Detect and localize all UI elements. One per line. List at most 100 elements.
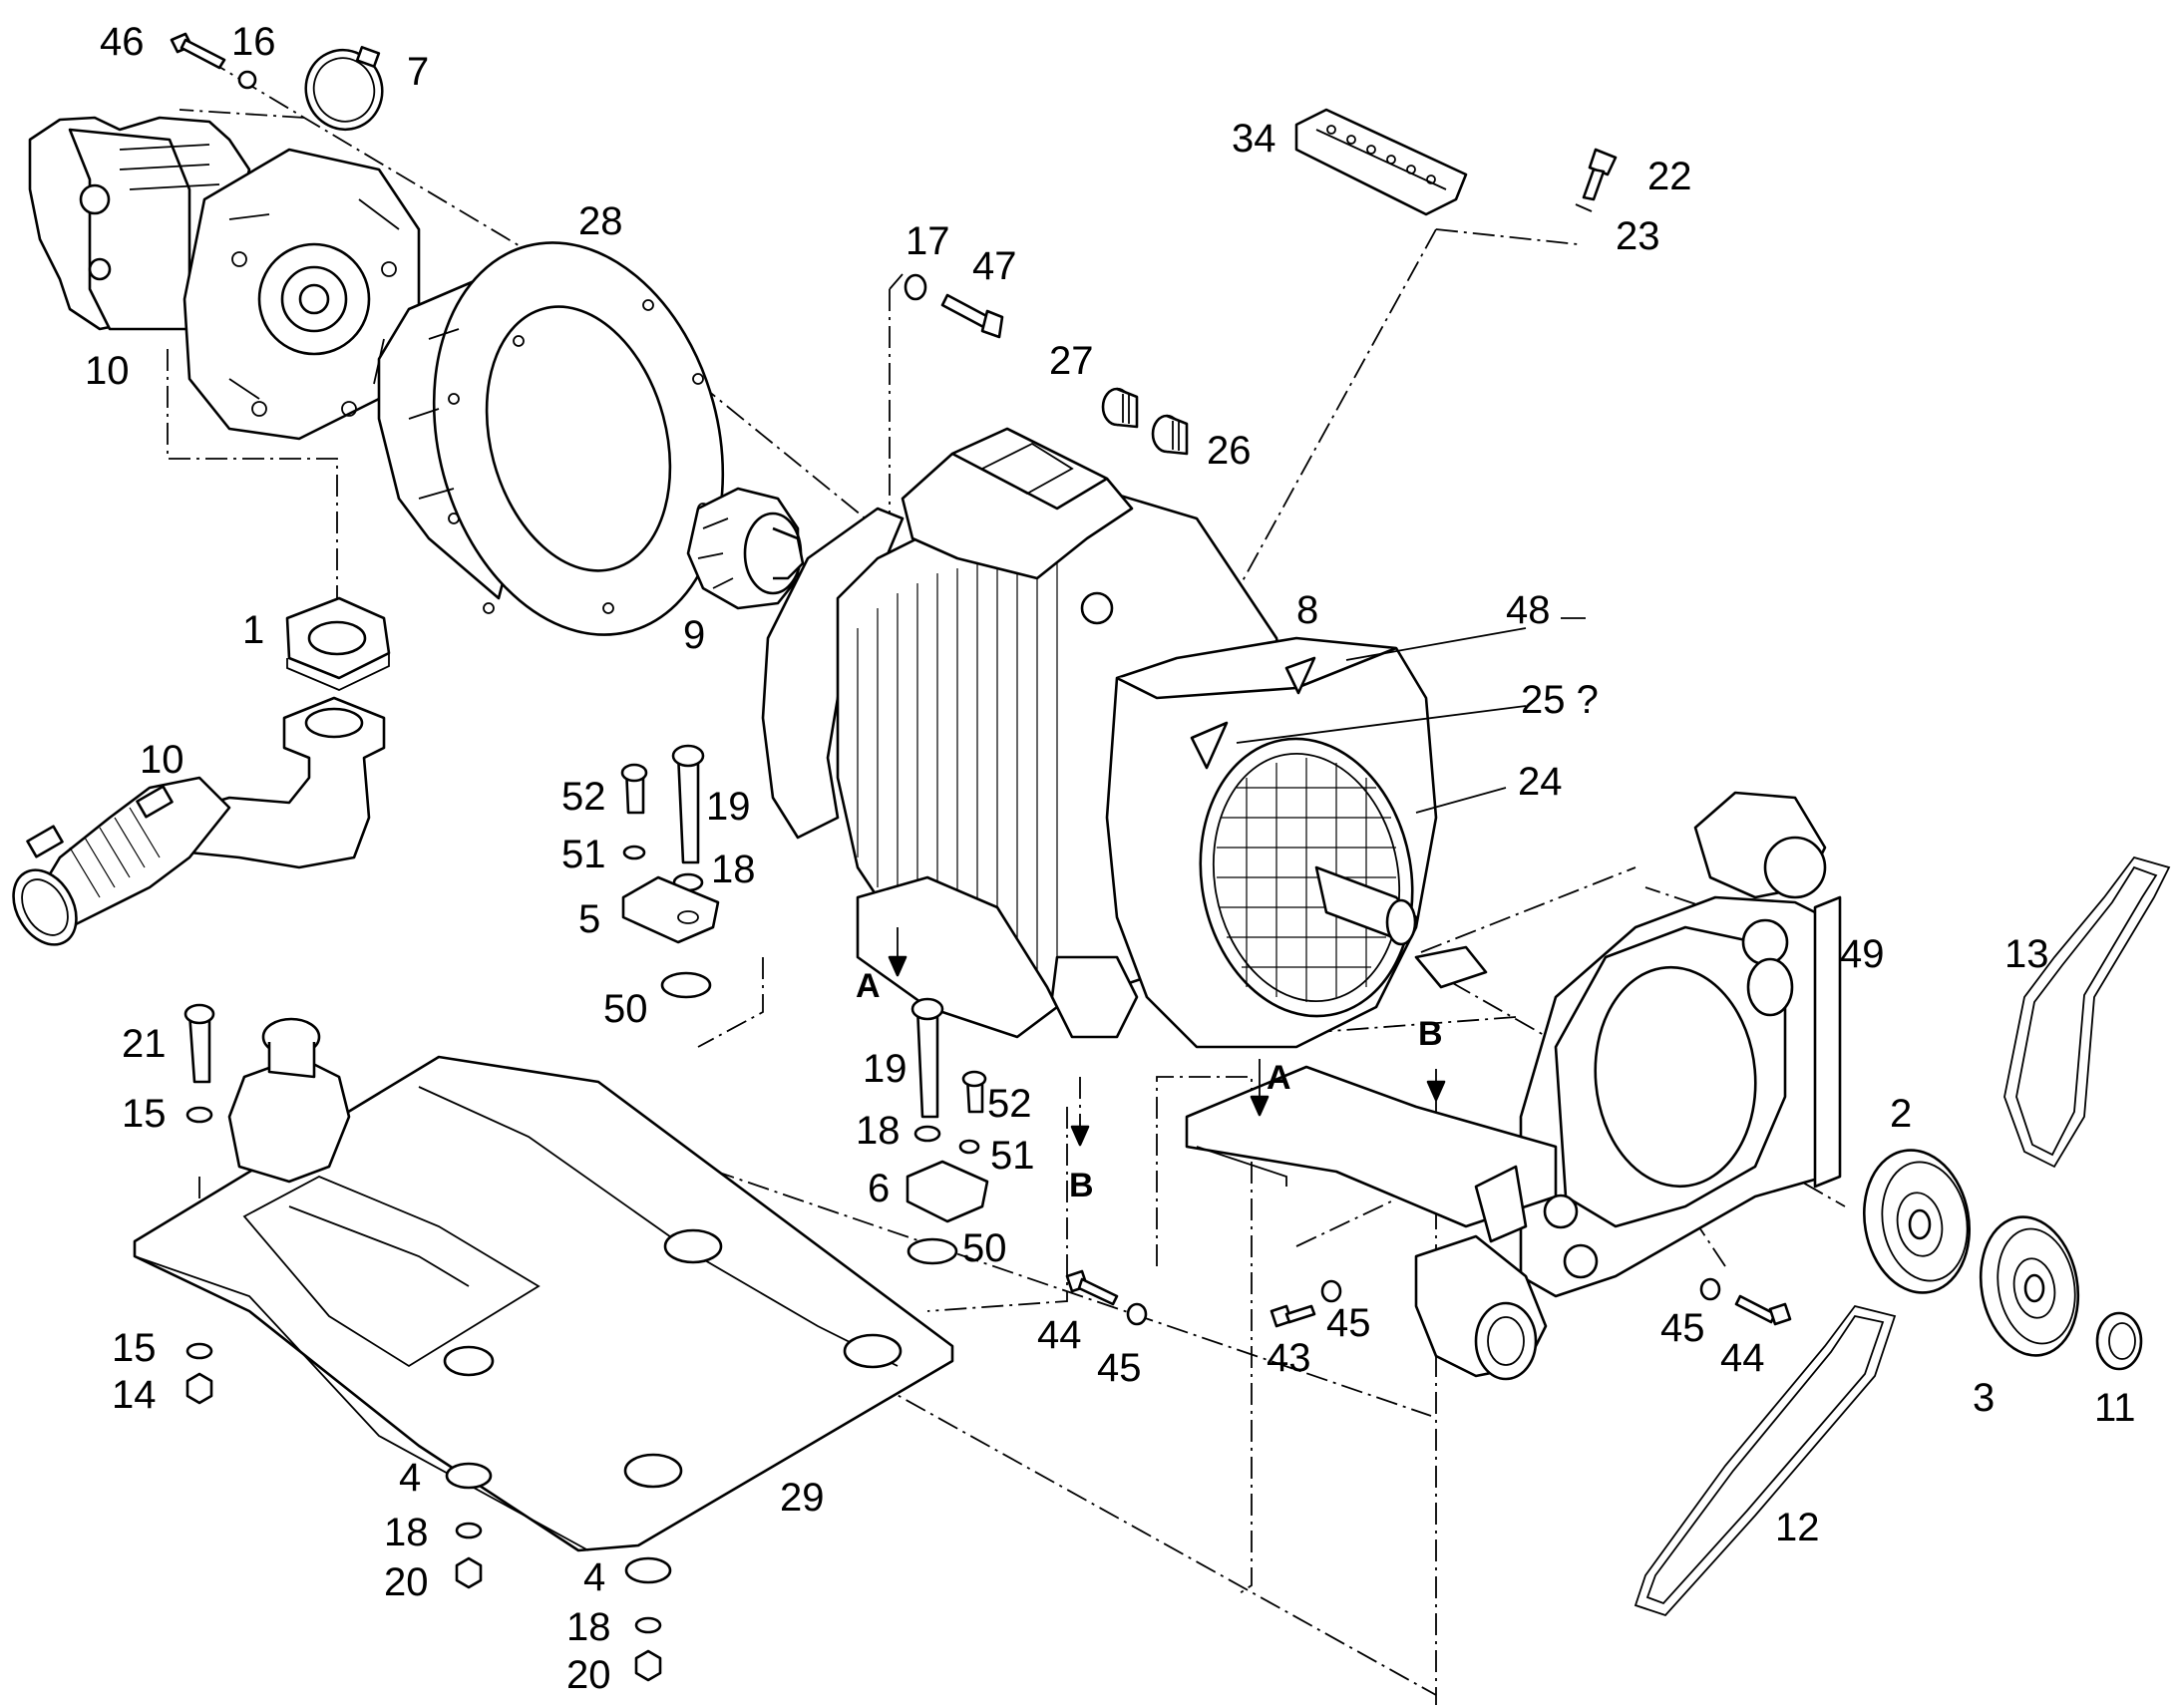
foot-parts-right bbox=[906, 997, 989, 1265]
hydraulic-pump bbox=[28, 116, 421, 441]
label-25: 25 ? bbox=[1521, 678, 1599, 722]
label-4-right: 4 bbox=[583, 1555, 605, 1599]
label-28: 28 bbox=[578, 199, 623, 243]
label-12: 12 bbox=[1775, 1506, 1820, 1549]
label-8: 8 bbox=[1296, 588, 1318, 632]
label-9: 9 bbox=[683, 613, 705, 657]
bolt-44-left bbox=[1065, 1269, 1119, 1306]
pulley-2 bbox=[1862, 1149, 1972, 1294]
label-15-top: 15 bbox=[122, 1092, 167, 1136]
label-48: 48 bbox=[1506, 588, 1551, 632]
bolt-46 bbox=[170, 32, 226, 70]
label-13: 13 bbox=[2004, 932, 2049, 976]
label-3: 3 bbox=[1973, 1376, 1995, 1420]
label-52-left: 52 bbox=[561, 775, 606, 819]
bolt-44-right bbox=[1734, 1294, 1792, 1326]
bolt-21 bbox=[183, 1003, 215, 1084]
label-6: 6 bbox=[868, 1167, 890, 1210]
electric-motor-8 bbox=[761, 427, 1438, 1049]
suction-pipe-10 bbox=[12, 696, 386, 946]
bell-housing-28 bbox=[377, 241, 725, 636]
label-47: 47 bbox=[972, 244, 1017, 288]
hose-clamp-7 bbox=[304, 46, 384, 132]
label-19-right: 19 bbox=[863, 1047, 908, 1091]
washer-23 bbox=[1575, 203, 1593, 212]
label-16: 16 bbox=[231, 20, 276, 64]
washer-45-mid bbox=[1320, 1279, 1342, 1303]
lock-nut-11 bbox=[2095, 1311, 2143, 1371]
label-24: 24 bbox=[1518, 760, 1563, 804]
terminal-block-34 bbox=[1294, 108, 1468, 216]
label-44-left: 44 bbox=[1037, 1313, 1082, 1357]
view-marker-a-right: A bbox=[1267, 1059, 1291, 1097]
foot-parts-left bbox=[620, 744, 720, 999]
washer-15-top bbox=[185, 1106, 213, 1124]
label-19-left: 19 bbox=[706, 785, 751, 829]
baseplate-29 bbox=[133, 1017, 954, 1552]
label-26: 26 bbox=[1207, 429, 1252, 473]
view-marker-a-left: A bbox=[856, 967, 881, 1005]
label-51-right: 51 bbox=[990, 1134, 1035, 1178]
view-arrows bbox=[888, 927, 1446, 1147]
label-14: 14 bbox=[112, 1373, 157, 1417]
washer-18c bbox=[455, 1522, 483, 1539]
label-18-left: 18 bbox=[711, 848, 756, 891]
washer-15-bottom bbox=[185, 1342, 213, 1360]
washer-17 bbox=[904, 273, 927, 301]
label-29: 29 bbox=[780, 1476, 825, 1520]
label-43: 43 bbox=[1267, 1336, 1311, 1380]
label-34: 34 bbox=[1232, 117, 1276, 161]
pulley-3 bbox=[1979, 1215, 2080, 1357]
view-marker-b-left: B bbox=[1069, 1167, 1094, 1204]
label-27: 27 bbox=[1049, 339, 1094, 383]
label-46: 46 bbox=[100, 20, 145, 64]
label-15-bottom: 15 bbox=[112, 1326, 157, 1370]
label-18-br: 18 bbox=[566, 1605, 611, 1649]
label-52-right: 52 bbox=[987, 1082, 1032, 1126]
label-11: 11 bbox=[2094, 1386, 2136, 1430]
callout-labels: 46 16 7 10 28 17 47 34 22 23 27 26 9 8 4… bbox=[85, 20, 2136, 1697]
coupling-9 bbox=[686, 487, 805, 610]
label-49: 49 bbox=[1840, 932, 1885, 976]
label-10-pump: 10 bbox=[85, 349, 130, 393]
label-45-left: 45 bbox=[1097, 1346, 1142, 1390]
label-17: 17 bbox=[906, 219, 950, 263]
mount-4b bbox=[624, 1556, 672, 1584]
bolt-47 bbox=[940, 293, 1004, 339]
label-20-right: 20 bbox=[566, 1653, 611, 1697]
plug-26 bbox=[1151, 414, 1189, 456]
v-belt-12 bbox=[1634, 1304, 1897, 1617]
label-44-right: 44 bbox=[1720, 1336, 1765, 1380]
label-23: 23 bbox=[1616, 214, 1660, 258]
label-18-bl: 18 bbox=[384, 1511, 429, 1554]
label-20-left: 20 bbox=[384, 1560, 429, 1604]
label-21: 21 bbox=[122, 1022, 167, 1066]
nut-14 bbox=[185, 1372, 213, 1405]
label-5: 5 bbox=[578, 897, 600, 941]
flange-1 bbox=[285, 596, 391, 691]
bolt-43 bbox=[1270, 1304, 1316, 1328]
washer-45-left bbox=[1126, 1302, 1148, 1326]
belt-bracket-49 bbox=[1185, 791, 1842, 1381]
washer-16 bbox=[237, 70, 257, 90]
bolt-22 bbox=[1582, 148, 1618, 201]
nut-20b bbox=[634, 1649, 662, 1682]
washer-18d bbox=[634, 1616, 662, 1634]
label-45-right: 45 bbox=[1660, 1306, 1705, 1350]
leader-lines bbox=[1236, 617, 1586, 814]
label-1: 1 bbox=[242, 608, 264, 652]
label-51-left: 51 bbox=[561, 833, 606, 876]
label-4-left: 4 bbox=[399, 1456, 421, 1500]
view-marker-b-right: B bbox=[1418, 1015, 1443, 1053]
label-50-left: 50 bbox=[603, 987, 648, 1031]
washer-45-right bbox=[1699, 1277, 1721, 1301]
nut-20a bbox=[455, 1556, 483, 1589]
label-2: 2 bbox=[1890, 1092, 1912, 1136]
label-45-mid: 45 bbox=[1326, 1301, 1371, 1345]
label-18-right: 18 bbox=[856, 1109, 901, 1153]
label-7: 7 bbox=[407, 50, 429, 94]
label-50-right: 50 bbox=[962, 1226, 1007, 1270]
v-belt-13 bbox=[2003, 855, 2171, 1169]
label-22: 22 bbox=[1647, 155, 1692, 198]
plug-27 bbox=[1101, 387, 1139, 429]
